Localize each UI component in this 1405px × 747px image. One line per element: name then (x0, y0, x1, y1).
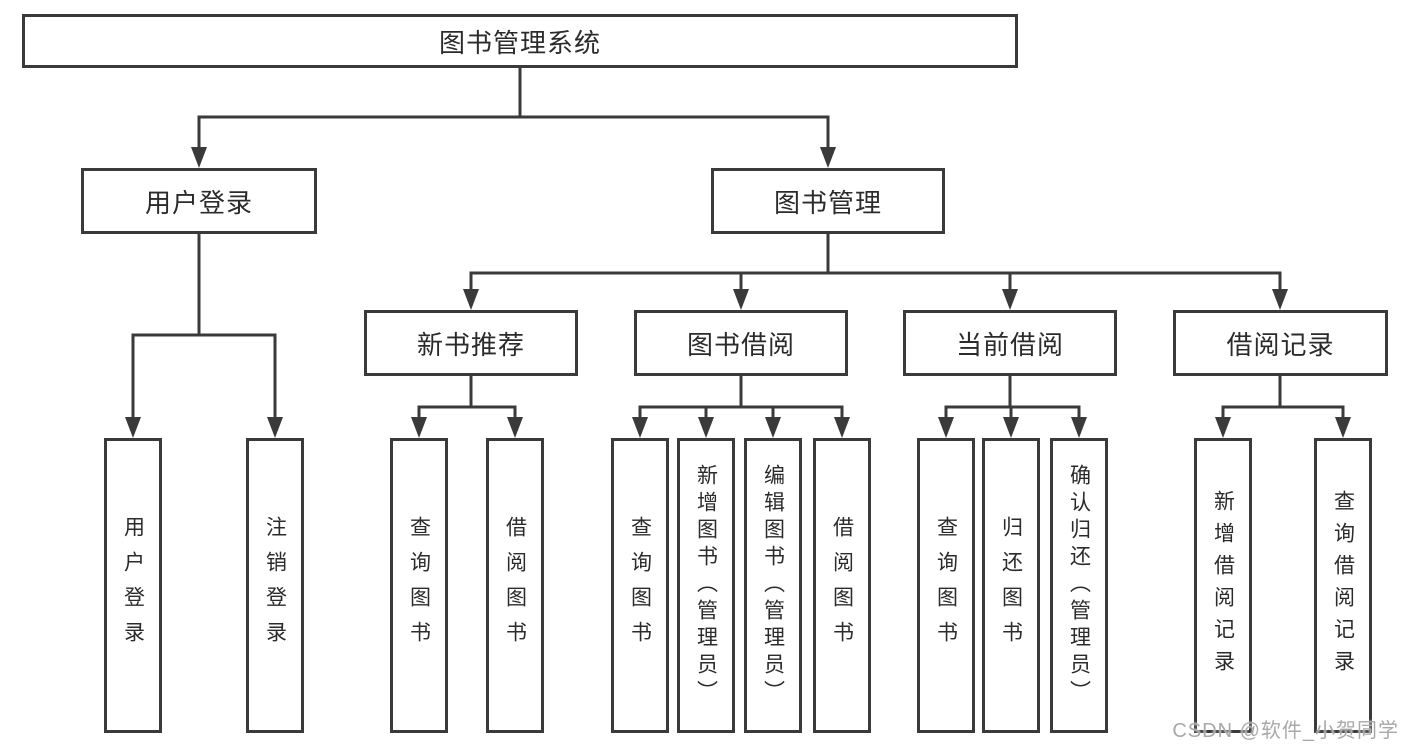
leaf-query-books-current: 查询图书 (917, 438, 975, 733)
leaf-query-books-borrowing: 查询图书 (611, 438, 669, 733)
leaf-label: 新增借阅记录 (1211, 489, 1235, 682)
leaf-return-books: 归还图书 (982, 438, 1040, 733)
leaf-query-borrow-record: 查询借阅记录 (1314, 438, 1372, 733)
node-borrowing-records: 借阅记录 (1173, 310, 1388, 376)
leaf-label: 查询图书 (934, 515, 958, 656)
leaf-query-books-recommend: 查询图书 (390, 438, 448, 733)
leaf-user-login: 用户登录 (104, 438, 162, 733)
leaf-label: 用户登录 (121, 515, 145, 656)
node-current-borrowing: 当前借阅 (903, 310, 1117, 376)
leaf-label: 新增图书（管理员） (694, 464, 718, 707)
leaf-label: 查询图书 (407, 515, 431, 656)
leaf-edit-books-admin: 编辑图书（管理员） (744, 438, 802, 733)
node-library-management-system: 图书管理系统 (22, 14, 1018, 68)
leaf-label: 查询借阅记录 (1331, 489, 1355, 682)
leaf-add-borrow-record: 新增借阅记录 (1194, 438, 1252, 733)
leaf-logout: 注销登录 (246, 438, 304, 733)
leaf-confirm-return-admin: 确认归还（管理员） (1050, 438, 1108, 733)
leaf-label: 借阅图书 (503, 515, 527, 656)
node-book-borrowing: 图书借阅 (634, 310, 848, 376)
leaf-label: 确认归还（管理员） (1067, 464, 1091, 707)
leaf-label: 归还图书 (999, 515, 1023, 656)
leaf-add-books-admin: 新增图书（管理员） (677, 438, 735, 733)
leaf-borrow-books: 借阅图书 (813, 438, 871, 733)
csdn-watermark: CSDN @软件_小贺同学 (1172, 720, 1399, 742)
leaf-label: 查询图书 (628, 515, 652, 656)
leaf-label: 借阅图书 (830, 515, 854, 656)
node-book-management: 图书管理 (711, 168, 945, 234)
leaf-label: 编辑图书（管理员） (761, 464, 785, 707)
node-new-book-recommend: 新书推荐 (364, 310, 578, 376)
node-user-login: 用户登录 (81, 168, 317, 234)
leaf-label: 注销登录 (263, 515, 287, 656)
leaf-borrow-books-recommend: 借阅图书 (486, 438, 544, 733)
